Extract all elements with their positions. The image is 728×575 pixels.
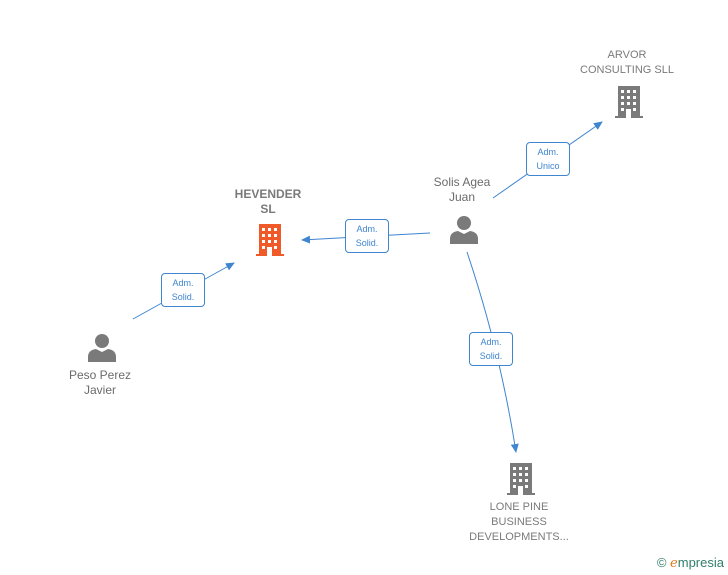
edge-label-solis-lonepine[interactable]: Adm. Solid. [469,332,513,366]
edge-label-line: Solid. [171,292,195,302]
node-label-arvor[interactable]: ARVOR CONSULTING SLL [567,48,687,78]
copyright-icon: © [656,555,667,570]
node-label-peso[interactable]: Peso Perez Javier [50,368,150,398]
building-icon[interactable] [615,86,643,118]
edge-label-line: Adm. [172,278,194,288]
edge-label-line: Adm. [480,337,502,347]
node-name-line: BUSINESS [491,516,547,528]
node-name-line: DEVELOPMENTS... [469,531,569,543]
edge-label-line: Solid. [479,351,503,361]
node-name-line: SL [260,202,276,216]
person-icon[interactable] [450,216,478,244]
node-label-solis[interactable]: Solis Agea Juan [412,175,512,205]
node-name-line: HEVENDER [234,187,302,201]
node-name-line: Juan [448,190,476,204]
brand-logo-e: e [670,556,678,571]
brand-name: mpresia [677,555,724,570]
node-name-line: Peso Perez [68,368,132,382]
edge-label-line: Adm. [537,147,559,157]
node-label-lone-pine[interactable]: LONE PINE BUSINESS DEVELOPMENTS... [459,500,579,545]
person-icon[interactable] [88,334,116,362]
node-name-line: Solis Agea [433,175,491,189]
edge-label-solis-arvor[interactable]: Adm. Unico [526,142,570,176]
node-name-line: LONE PINE [489,501,549,513]
edge-label-line: Solid. [355,238,379,248]
node-label-hevender[interactable]: HEVENDER SL [218,187,318,217]
edge-label-line: Unico [536,161,560,171]
edge-label-solis-hevender[interactable]: Adm. Solid. [345,219,389,253]
node-name-line: Javier [83,383,116,397]
node-name-line: CONSULTING SLL [580,64,674,76]
brand-footer: © empresia [657,555,724,571]
building-icon[interactable] [507,463,535,495]
building-icon[interactable] [254,222,286,256]
edge-label-peso-hevender[interactable]: Adm. Solid. [161,273,205,307]
edge-label-line: Adm. [356,224,378,234]
node-name-line: ARVOR [607,49,647,61]
